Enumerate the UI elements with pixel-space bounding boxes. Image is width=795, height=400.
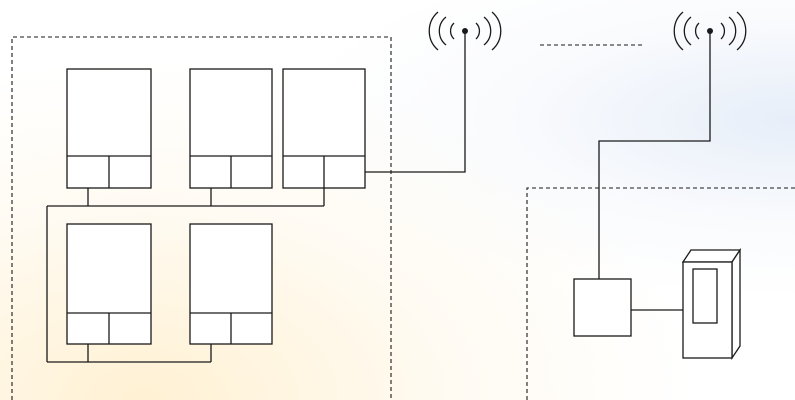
downlink-right — [598, 31, 711, 279]
device-4 — [66, 223, 152, 345]
antenna-left-icon — [428, 11, 502, 51]
device-2 — [189, 68, 273, 189]
right-site-boundary — [526, 187, 795, 400]
device-1 — [66, 68, 152, 189]
device-5 — [189, 223, 273, 345]
left-site-bus — [46, 188, 325, 363]
uplink-left — [365, 31, 466, 173]
terminal-box — [573, 278, 632, 337]
device-3 — [282, 68, 366, 189]
server-tower-icon — [681, 247, 742, 361]
antenna-right-icon — [673, 11, 747, 51]
